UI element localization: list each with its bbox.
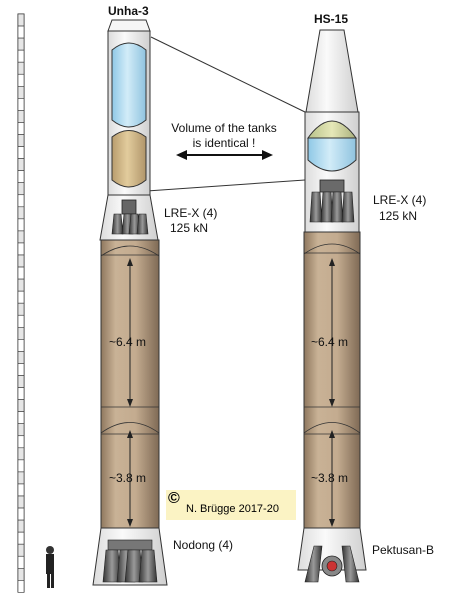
scale-segment (17, 459, 25, 473)
human-figure (46, 546, 54, 588)
scale-segment (17, 146, 25, 159)
rocket-name-left: Unha-3 (108, 4, 149, 18)
scale-segment (17, 519, 25, 533)
scale-segment (17, 543, 25, 557)
rocket-name-right: HS-15 (314, 12, 349, 26)
scale-segment (17, 326, 25, 340)
scale-segment (17, 290, 25, 304)
scale-segment (17, 411, 25, 424)
scale-segment (17, 134, 25, 147)
scale-segment (17, 483, 25, 497)
scale-segment (17, 13, 25, 27)
engine-label-left-2: 125 kN (170, 221, 209, 235)
scale-segment (17, 471, 25, 485)
upper-stage-engines-right (309, 179, 355, 223)
scale-segment (17, 278, 25, 292)
scale-segment (17, 351, 25, 364)
scale-bar (17, 13, 25, 593)
stage1-length-right: ~6.4 m (311, 335, 349, 349)
scale-segment (17, 580, 25, 593)
scale-segment (17, 242, 25, 256)
first-stage-engine-label-left: Nodong (4) (173, 538, 234, 552)
scale-segment (17, 122, 25, 135)
scale-segment (17, 49, 25, 63)
scale-segment (17, 37, 25, 51)
scale-segment (17, 230, 25, 244)
stage1-length-left: ~6.4 m (109, 335, 147, 349)
first-stage-engine-right (304, 545, 360, 583)
scale-segment (17, 555, 25, 569)
copyright-icon: © (168, 490, 180, 507)
scale-segment (17, 495, 25, 509)
rocket-unha3 (92, 19, 168, 586)
stage0-length-right: ~3.8 m (311, 471, 349, 485)
engine-label-right-1: LRE-X (4) (373, 193, 427, 207)
scale-segment (17, 98, 25, 111)
scale-segment (17, 447, 25, 461)
scale-segment (17, 531, 25, 545)
engine-label-right-2: 125 kN (379, 209, 418, 223)
scale-segment (17, 25, 25, 39)
stage0-length-left: ~3.8 m (109, 471, 147, 485)
scale-segment (17, 194, 25, 208)
scale-segment (17, 170, 25, 183)
upper-stage-engines-left (111, 199, 149, 235)
scale-segment (17, 158, 25, 171)
volume-arrow (176, 150, 273, 160)
scale-segment (17, 266, 25, 280)
scale-segment (17, 567, 25, 581)
volume-note-line1: Volume of the tanks (171, 121, 277, 135)
scale-segment (17, 206, 25, 220)
scale-segment (17, 110, 25, 123)
rocket-hs15 (297, 29, 367, 583)
scale-segment (17, 423, 25, 437)
scale-segment (17, 375, 25, 388)
scale-segment (17, 73, 25, 87)
scale-segment (17, 218, 25, 232)
scale-segment (17, 339, 25, 352)
first-stage-engines-left (102, 539, 158, 583)
copyright-box: © N. Brügge 2017-20 (166, 490, 296, 520)
copyright-text: N. Brügge 2017-20 (186, 503, 279, 515)
scale-segment (17, 314, 25, 328)
first-stage-engine-label-right: Pektusan-B (372, 543, 435, 557)
volume-note-line2: is identical ! (192, 136, 256, 150)
scale-segment (17, 507, 25, 521)
scale-segment (17, 61, 25, 75)
scale-segment (17, 363, 25, 376)
engine-label-left-1: LRE-X (4) (164, 206, 218, 220)
scale-segment (17, 254, 25, 268)
scale-segment (17, 435, 25, 449)
scale-segment (17, 86, 25, 99)
scale-segment (17, 182, 25, 196)
scale-segment (17, 302, 25, 316)
scale-segment (17, 387, 25, 400)
scale-segment (17, 399, 25, 412)
